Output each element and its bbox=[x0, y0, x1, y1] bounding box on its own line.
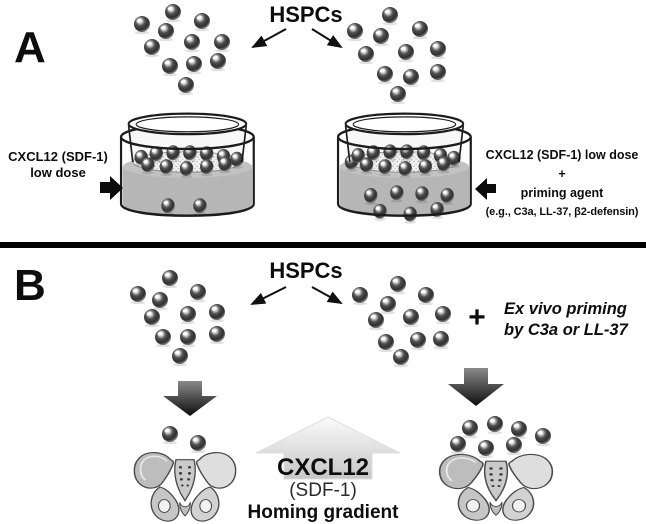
ex-vivo-line2: by C3a or LL-37 bbox=[504, 321, 628, 339]
panel-a-label: A bbox=[14, 23, 46, 72]
ex-vivo-line1: Ex vivo priming bbox=[504, 300, 627, 318]
down-arrow-right-icon bbox=[448, 368, 504, 406]
plus-sign: + bbox=[468, 301, 486, 334]
homed-cells-left bbox=[162, 426, 206, 454]
condition-left-line2: low dose bbox=[30, 165, 86, 180]
panel-divider bbox=[0, 242, 646, 248]
hspcs-arrows-a bbox=[251, 28, 343, 49]
condition-right-line3: priming agent bbox=[520, 186, 604, 200]
hspcs-arrows-b bbox=[250, 286, 343, 305]
homing-gradient-label: CXCL12 (SDF-1) Homing gradient bbox=[237, 455, 409, 524]
gradient-line3: Homing gradient bbox=[247, 502, 399, 523]
condition-right-line4: (e.g., C3a, LL-37, β2-defensin) bbox=[485, 206, 639, 218]
pelvis-illustration-right bbox=[438, 453, 554, 522]
hspc-cluster-b-left bbox=[130, 270, 225, 367]
gradient-line1: CXCL12 bbox=[276, 454, 370, 481]
condition-right-line1: CXCL12 (SDF-1) low dose bbox=[485, 148, 639, 162]
transwell-right bbox=[336, 112, 472, 224]
pelvis-illustration-left bbox=[133, 451, 237, 522]
hspc-cluster-a-left bbox=[134, 4, 230, 96]
black-arrow-left-icon bbox=[475, 178, 496, 200]
hspcs-label-b: HSPCs bbox=[269, 258, 343, 283]
homed-cells-right bbox=[450, 416, 551, 459]
panel-b-label: B bbox=[14, 261, 46, 310]
down-arrow-left-icon bbox=[163, 381, 217, 416]
hspc-cluster-b-right bbox=[352, 276, 451, 368]
ex-vivo-priming-note: Ex vivo priming by C3a or LL-37 bbox=[504, 299, 646, 341]
homing-gradient-up-arrow bbox=[255, 416, 401, 480]
hspc-cluster-a-right bbox=[347, 7, 446, 105]
condition-right-line2: + bbox=[558, 167, 566, 181]
condition-left-line1: CXCL12 (SDF-1) bbox=[8, 149, 108, 164]
condition-label-left: CXCL12 (SDF-1) low dose bbox=[2, 149, 114, 181]
hspcs-label-a: HSPCs bbox=[269, 2, 343, 27]
black-arrow-right-icon bbox=[100, 176, 123, 200]
transwell-left bbox=[119, 112, 255, 217]
gradient-line2: (SDF-1) bbox=[289, 480, 357, 501]
condition-label-right: CXCL12 (SDF-1) low dose + priming agent … bbox=[478, 146, 646, 222]
